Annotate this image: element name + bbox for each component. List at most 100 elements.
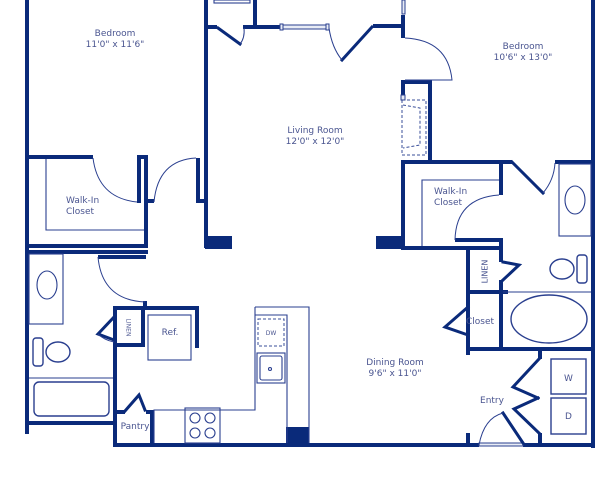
- wall-closet3-bottom: [466, 347, 594, 351]
- wall-right-outer: [591, 0, 595, 448]
- door-bath2[interactable]: [509, 159, 546, 196]
- label-entry: Entry: [480, 396, 504, 406]
- door-laundry-bifold-1[interactable]: [510, 356, 542, 400]
- column-living-left: [205, 236, 232, 249]
- door-bedroom2-swing[interactable]: [404, 37, 453, 81]
- wall-closet1-bottom: [25, 244, 148, 248]
- bath1-vanity: [28, 253, 64, 325]
- bath2-toilet-tank: [576, 254, 588, 284]
- door-living-swing: [328, 27, 343, 61]
- wall-kitchen-left: [113, 307, 117, 447]
- closet2-shelf: [421, 179, 499, 246]
- wall-pantry-top: [113, 410, 125, 414]
- dryer: [550, 397, 587, 435]
- wall-bath2-top: [555, 160, 594, 164]
- door-linen2[interactable]: [500, 260, 523, 283]
- door-closet3[interactable]: [442, 304, 471, 337]
- door-top-closet[interactable]: [215, 25, 243, 47]
- wall-entry-stub: [466, 433, 470, 447]
- wall-top-mid-stub: [243, 25, 281, 29]
- wall-linen1-bottom: [113, 343, 145, 347]
- room-label-dining-room: Dining Room 9'6" x 11'0": [355, 358, 435, 380]
- door-living-bifold[interactable]: [339, 24, 375, 63]
- label-ref: Ref.: [161, 328, 179, 338]
- dishwasher: [257, 318, 285, 347]
- wall-closet1-right-a: [137, 155, 141, 203]
- room-name: Walk-In: [434, 187, 468, 197]
- window-top-right: [401, 0, 406, 15]
- wall-pantry-top-right: [146, 410, 154, 414]
- wall-fireplace-right: [428, 80, 432, 162]
- wall-closet3-left-a: [466, 290, 470, 307]
- door-entry-swing: [478, 412, 504, 446]
- fireplace-inner: [402, 104, 421, 149]
- washer: [550, 358, 587, 395]
- wall-hall-stub-left: [148, 199, 154, 203]
- bath2-toilet-bowl: [549, 258, 575, 280]
- wall-hall-stub-right: [196, 199, 206, 203]
- fireplace-post-top: [400, 94, 406, 101]
- wall-living-left: [204, 0, 208, 248]
- wall-closet2-bottom: [401, 246, 503, 250]
- wall-pantry-right: [150, 410, 154, 445]
- kitchen-sink-basin: [259, 355, 283, 381]
- window-mullion-left: [279, 23, 284, 31]
- wall-closet1-right-stub: [137, 155, 148, 159]
- room-label-walk-in-closet-1: Walk-In Closet: [66, 196, 99, 218]
- kitchen-counter: [153, 306, 310, 443]
- burner-2: [204, 412, 216, 424]
- wall-fireplace-left: [401, 80, 405, 96]
- window-mullion-right: [325, 23, 330, 31]
- room-name: Living Room: [287, 126, 343, 136]
- room-label-walk-in-closet-2: Walk-In Closet: [434, 187, 467, 209]
- door-closet2-swing[interactable]: [454, 194, 500, 241]
- label-dw: DW: [265, 330, 277, 337]
- door-bedroom1-swing[interactable]: [153, 157, 197, 203]
- door-laundry-bifold-2[interactable]: [511, 396, 542, 436]
- label-linen-right: LINEN: [480, 259, 490, 284]
- label-linen-left: LINEN: [124, 318, 132, 337]
- stove: [184, 407, 221, 444]
- room-label-bedroom-2: Bedroom 10'6" x 13'0": [488, 42, 558, 64]
- column-kitchen: [286, 427, 309, 444]
- bath1-tub: [33, 381, 110, 417]
- wall-linen1-right: [141, 306, 145, 346]
- window-living: [279, 24, 329, 30]
- door-bath1-swing[interactable]: [97, 256, 146, 303]
- room-dims: 11'0" x 11'6": [85, 40, 145, 50]
- bath2-tub: [510, 294, 588, 344]
- room-name: Bedroom: [502, 42, 544, 52]
- bath1-toilet-bowl: [45, 341, 71, 363]
- room-name: Dining Room: [366, 358, 424, 368]
- wall-top-left-stub: [208, 25, 217, 29]
- wall-fireplace-top: [401, 80, 431, 84]
- room-name-2: Closet: [434, 198, 463, 208]
- room-dims: 10'6" x 13'0": [493, 53, 553, 63]
- kitchen-sink-outer: [256, 352, 286, 384]
- door-closet1-swing[interactable]: [92, 157, 138, 203]
- bath2-sink: [564, 185, 586, 215]
- wall-hall-right-vert: [196, 158, 200, 203]
- room-name: Bedroom: [94, 29, 136, 39]
- door-top-closet-swing: [239, 27, 245, 45]
- wall-laundry-top-stub: [538, 347, 542, 359]
- wall-closet3-left-b: [466, 335, 470, 355]
- wall-closet2-left: [401, 160, 405, 250]
- wall-linen1-top: [113, 306, 199, 310]
- door-linen1-swing: [97, 333, 115, 343]
- wall-left-bath: [25, 248, 29, 434]
- entry-threshold: [478, 442, 524, 447]
- door-pantry[interactable]: [122, 392, 147, 414]
- label-pantry: Pantry: [120, 422, 150, 432]
- wall-closet2-right-a: [499, 160, 503, 195]
- wall-bath-top: [25, 250, 148, 254]
- wall-bath1-bottom: [25, 421, 117, 425]
- door-entry[interactable]: [500, 410, 526, 446]
- room-label-living-room: Living Room 12'0" x 12'0": [275, 126, 355, 148]
- wall-linen2-right-b: [499, 280, 503, 292]
- burner-4: [204, 427, 216, 439]
- label-dryer: D: [565, 412, 572, 422]
- wall-closet1-top: [25, 155, 93, 159]
- room-label-bedroom-1: Bedroom 11'0" x 11'6": [80, 29, 150, 51]
